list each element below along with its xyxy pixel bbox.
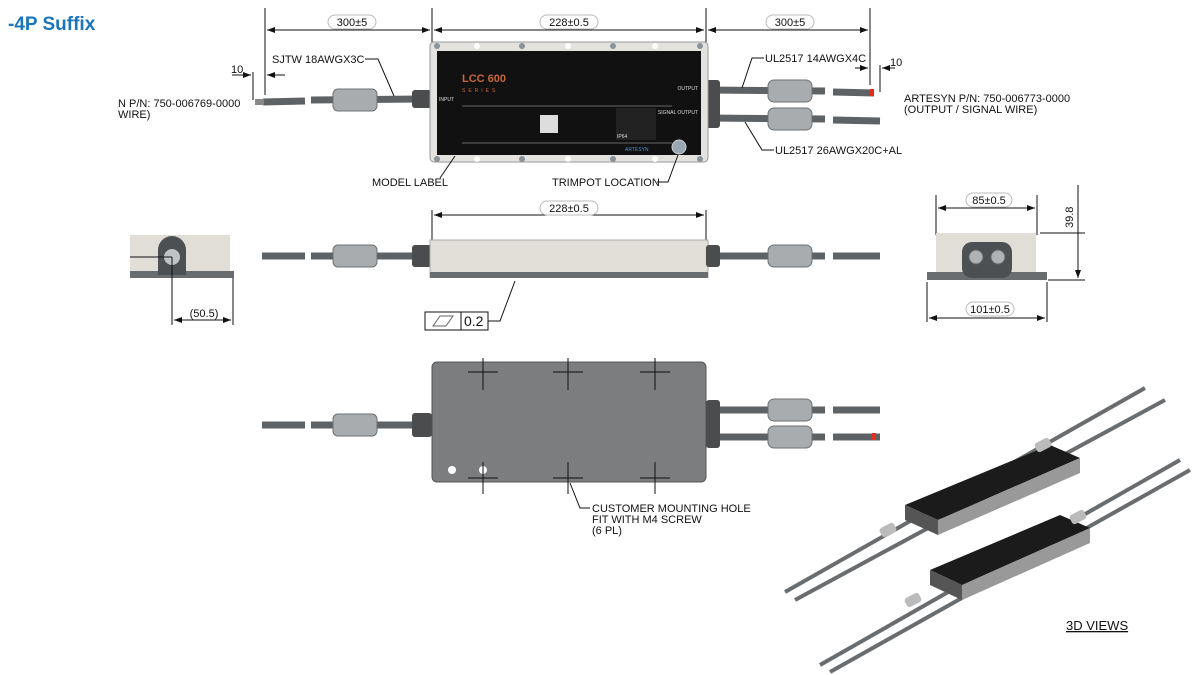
dim-end-height: 39.8: [1064, 207, 1076, 228]
end-view: 85±0.5 39.8 101±0.5: [926, 185, 1085, 322]
label-input: INPUT: [439, 97, 454, 103]
3d-views: 3D VIEWS: [784, 386, 1191, 674]
label-signal-output: SIGNAL OUTPUT: [658, 110, 698, 116]
input-part-number-suffix: WIRE): [118, 109, 150, 121]
strip-length-left: 10: [231, 64, 243, 76]
dim-connector-offset: (50.5): [190, 308, 219, 320]
strip-length-right: 10: [890, 57, 902, 69]
bottom-view: CUSTOMER MOUNTING HOLE FIT WITH M4 SCREW…: [262, 358, 880, 537]
signal-cable-label: UL2517 26AWGX20C+AL: [775, 145, 902, 157]
input-part-number: N P/N: 750-006769-0000: [118, 98, 240, 110]
flatness-symbol-icon: [432, 315, 454, 327]
mounting-note-line3: (6 PL): [592, 525, 622, 537]
mounting-note-line2: FIT WITH M4 SCREW: [592, 514, 702, 526]
top-view: 300±5 228±0.5 300±5 10 10: [118, 8, 1070, 189]
section-title: -4P Suffix: [8, 14, 96, 35]
input-cable-label: SJTW 18AWGX3C: [272, 54, 365, 66]
trimpot-location-callout: TRIMPOT LOCATION: [552, 177, 660, 189]
mounting-note-line1: CUSTOMER MOUNTING HOLE: [592, 503, 751, 515]
dim-body-length: 228±0.5: [549, 17, 589, 29]
3d-views-label: 3D VIEWS: [1066, 618, 1128, 633]
label-logo: LCC 600: [462, 73, 506, 85]
mounting-hole-markers: [468, 358, 670, 494]
label-ip-rating: IP64: [617, 134, 628, 140]
model-label-callout: MODEL LABEL: [372, 177, 448, 189]
flatness-tolerance: 0.2: [464, 313, 484, 329]
output-part-number: ARTESYN P/N: 750-006773-0000: [904, 93, 1070, 105]
output-cable-label: UL2517 14AWGX4C: [765, 53, 866, 65]
label-brand: ARTESYN: [625, 147, 649, 153]
dim-left-cable: 300±5: [337, 17, 368, 29]
output-part-number-desc: (OUTPUT / SIGNAL WIRE): [904, 104, 1037, 116]
dim-side-body-length: 228±0.5: [549, 203, 589, 215]
dim-end-top-width: 85±0.5: [972, 195, 1006, 207]
label-logo-series: SERIES: [462, 88, 498, 94]
label-output: OUTPUT: [677, 86, 698, 92]
dim-right-cable: 300±5: [775, 17, 806, 29]
side-view: 228±0.5 0.2 (50.5): [130, 200, 880, 331]
trimpot-icon: [671, 139, 687, 155]
dim-end-bottom-width: 101±0.5: [970, 304, 1010, 316]
